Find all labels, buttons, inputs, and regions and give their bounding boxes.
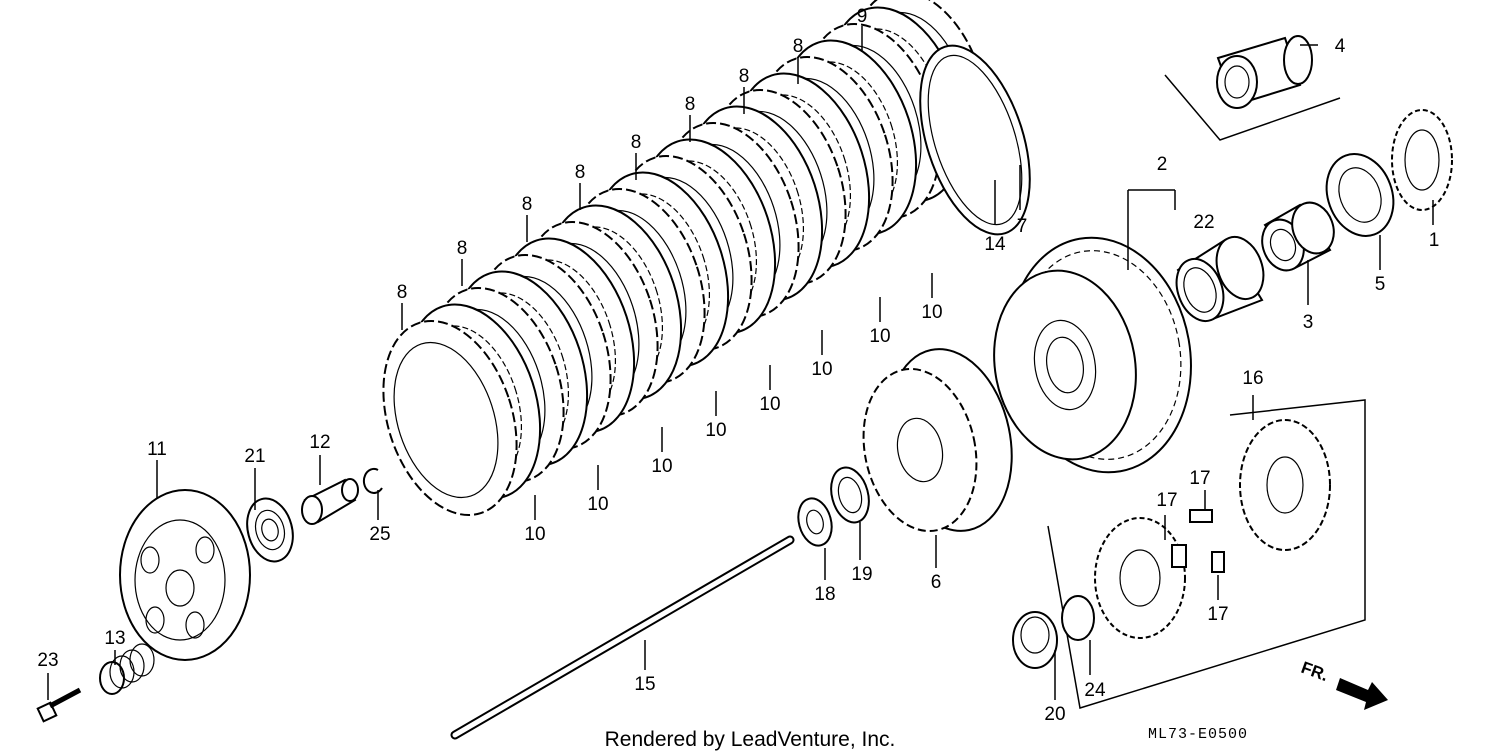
callout-1: 1 <box>1429 230 1440 251</box>
callout-15: 15 <box>634 674 655 695</box>
callout-11: 11 <box>147 439 167 460</box>
thrust-washer <box>1325 153 1395 237</box>
callout-10-clutch-plate: 10 <box>811 359 832 380</box>
damper-spring <box>1189 509 1213 523</box>
callout-10-clutch-plate: 10 <box>869 326 890 347</box>
callout-14: 14 <box>984 234 1006 255</box>
lifter-piece <box>301 478 359 525</box>
clutch-spring <box>99 643 155 695</box>
callout-5: 5 <box>1375 274 1386 295</box>
callout-8-friction-disk: 8 <box>397 282 408 303</box>
callout-7: 7 <box>1017 216 1028 237</box>
callout-8-friction-disk: 8 <box>793 36 804 57</box>
callout-2: 2 <box>1157 154 1168 175</box>
friction-disk-labels: 8 8 8 8 8 8 8 8 <box>397 36 804 330</box>
callout-10-clutch-plate: 10 <box>705 420 726 441</box>
needle-bearing <box>1175 236 1265 322</box>
callout-3: 3 <box>1303 312 1314 333</box>
callout-10-clutch-plate: 10 <box>524 524 545 545</box>
callout-labels: 1 2 3 4 5 6 7 9 11 12 13 14 15 16 18 19 … <box>37 6 1439 725</box>
bushing-inset <box>1164 35 1341 141</box>
callout-18: 18 <box>814 584 835 605</box>
front-direction-arrow-icon <box>1336 678 1388 710</box>
callout-17a: 17 <box>1189 468 1210 489</box>
ball-bearing <box>246 497 294 563</box>
lock-nut <box>797 497 833 547</box>
clutch-plate-labels: 10 10 10 10 10 10 10 10 <box>524 273 943 545</box>
front-direction-text: FR. <box>1299 658 1331 685</box>
snap-ring <box>362 467 383 494</box>
callout-21: 21 <box>244 446 265 467</box>
callout-20: 20 <box>1044 704 1065 725</box>
callout-6: 6 <box>931 572 942 593</box>
callout-4: 4 <box>1335 36 1346 57</box>
clutch-center <box>862 348 1013 533</box>
lock-washer <box>830 466 870 524</box>
callout-13: 13 <box>104 628 125 649</box>
callout-10-clutch-plate: 10 <box>921 302 942 323</box>
callout-25: 25 <box>369 524 390 545</box>
front-direction-marker: FR. <box>1299 658 1388 710</box>
spring-seat-ring <box>919 44 1031 236</box>
diagram-code: ML73-E0500 <box>1148 726 1248 743</box>
callout-16: 16 <box>1242 368 1263 389</box>
callout-8-friction-disk: 8 <box>522 194 533 215</box>
callout-17b: 17 <box>1156 490 1177 511</box>
splined-washer <box>1391 109 1453 211</box>
collar <box>1261 201 1335 272</box>
pressure-plate <box>119 489 251 661</box>
damper-spring-labels: 17 17 17 <box>1156 468 1228 625</box>
starter-gear-inset <box>1012 399 1366 709</box>
callout-19: 19 <box>851 564 872 585</box>
callout-8-friction-disk: 8 <box>739 66 750 87</box>
footer-credit: Rendered by LeadVenture, Inc. <box>605 728 896 751</box>
callout-10-clutch-plate: 10 <box>759 394 780 415</box>
callout-23: 23 <box>37 650 58 671</box>
friction-disk <box>382 319 518 517</box>
callout-8-friction-disk: 8 <box>575 162 586 183</box>
callout-10-clutch-plate: 10 <box>651 456 672 477</box>
callout-8-friction-disk: 8 <box>457 238 468 259</box>
callout-24: 24 <box>1084 680 1106 701</box>
flange-bolt <box>36 687 82 723</box>
callout-22: 22 <box>1193 212 1214 233</box>
lifter-rod <box>450 535 795 740</box>
leader-lines <box>47 26 1434 700</box>
callout-10-clutch-plate: 10 <box>587 494 608 515</box>
callout-12: 12 <box>309 432 330 453</box>
callout-8-friction-disk: 8 <box>631 132 642 153</box>
clutch-disk-stack <box>382 0 988 517</box>
callout-9: 9 <box>857 6 868 27</box>
callout-8-friction-disk: 8 <box>685 94 696 115</box>
clutch-outer <box>993 236 1192 474</box>
callout-17c: 17 <box>1207 604 1228 625</box>
